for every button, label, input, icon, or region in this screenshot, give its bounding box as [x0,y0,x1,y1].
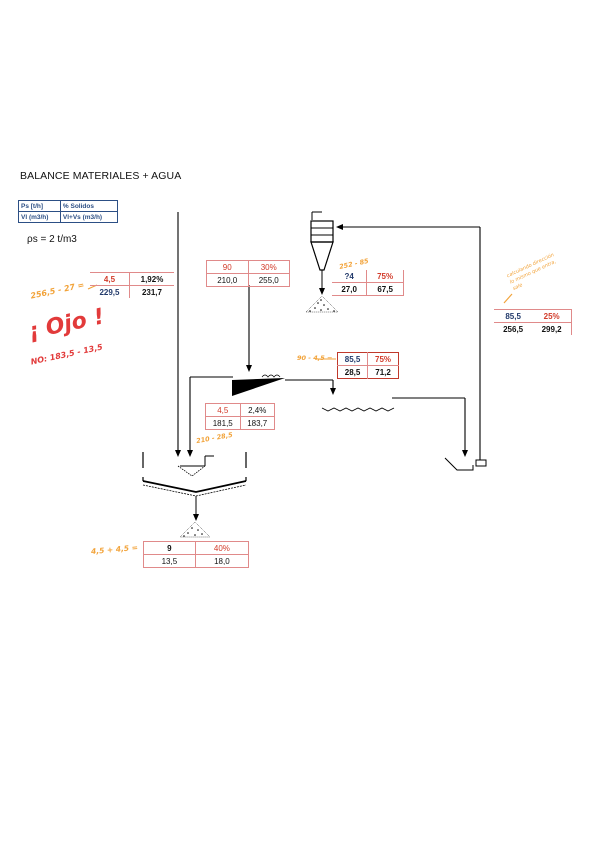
box-value: 210,0 [206,273,248,287]
arrow-head [336,224,343,230]
box-value: 71,2 [367,365,399,379]
screen-mesh [261,374,281,378]
box-value: 13,5 [143,554,196,568]
box-value: 183,7 [239,416,275,430]
box-value: 25% [543,311,560,321]
box-value: 85,5 [344,354,361,364]
thickener-icon [142,452,247,521]
box-value: 229,5 [90,285,130,298]
arrow-head [175,450,181,457]
page-title: BALANCE MATERIALES + AGUA [20,170,182,182]
density-label: ρs = 2 t/m3 [27,234,77,245]
box-value: 67,5 [366,282,404,296]
legend-vlvs: Vl+Vs (m3/h) [59,211,119,223]
box-value: 231,7 [128,285,174,298]
arrow-head [330,388,336,395]
pump-icon [444,457,474,471]
box-value: 299,2 [532,322,572,335]
box-value: 9 [167,543,172,553]
box-value: 1,92% [128,272,174,286]
box-value: 181,5 [205,416,240,430]
box-value: ?4 [344,271,354,281]
box-value: 90 [222,262,232,272]
flow-box-left: 4,5 1,92% 229,5 231,7 [90,272,174,298]
flow-box-undersize: 4,5 2,4% 181,5 183,7 [205,403,275,430]
box-value: 28,5 [337,365,368,379]
flow-box-bottom: 9 40% 13,5 18,0 [143,541,249,568]
box-value: 75% [366,270,404,283]
box-value: 2,4% [239,403,275,417]
box-value: 18,0 [194,554,249,568]
legend-table: Ps [t/h] % Solidos Vl (m3/h) Vl+Vs (m3/h… [18,200,119,223]
screen-deck [232,378,285,396]
flow-box-top-mid: 90 30% 210,0 255,0 [206,260,290,287]
ore-pile-bottom [179,521,211,538]
box-value: 85,5 [505,311,521,321]
box-value: 30% [247,260,290,274]
box-value: 256,5 [494,322,533,335]
note-arrow [503,293,513,304]
conveyor [321,407,395,412]
flow-box-right: 85,5 25% 256,5 299,2 [494,309,572,335]
arrow-head [187,450,193,457]
box-value: 40% [194,541,249,555]
cyclone-icon [310,211,334,295]
box-value: 255,0 [247,273,290,287]
box-value: 75% [367,352,399,366]
box-value: 27,0 [332,282,367,296]
arrow-head [246,365,252,372]
flow-box-screen-oversize: 85,5 75% 28,5 71,2 [337,352,399,379]
note-screen-calc: 90 - 4,5 = [297,354,333,362]
flow-box-cyclone: ?4 75% 27,0 67,5 [332,270,404,296]
box-value: 4,5 [217,405,229,415]
ore-pile-top [305,295,339,313]
box-value: 4,5 [90,272,130,286]
arrow-head [462,450,468,457]
